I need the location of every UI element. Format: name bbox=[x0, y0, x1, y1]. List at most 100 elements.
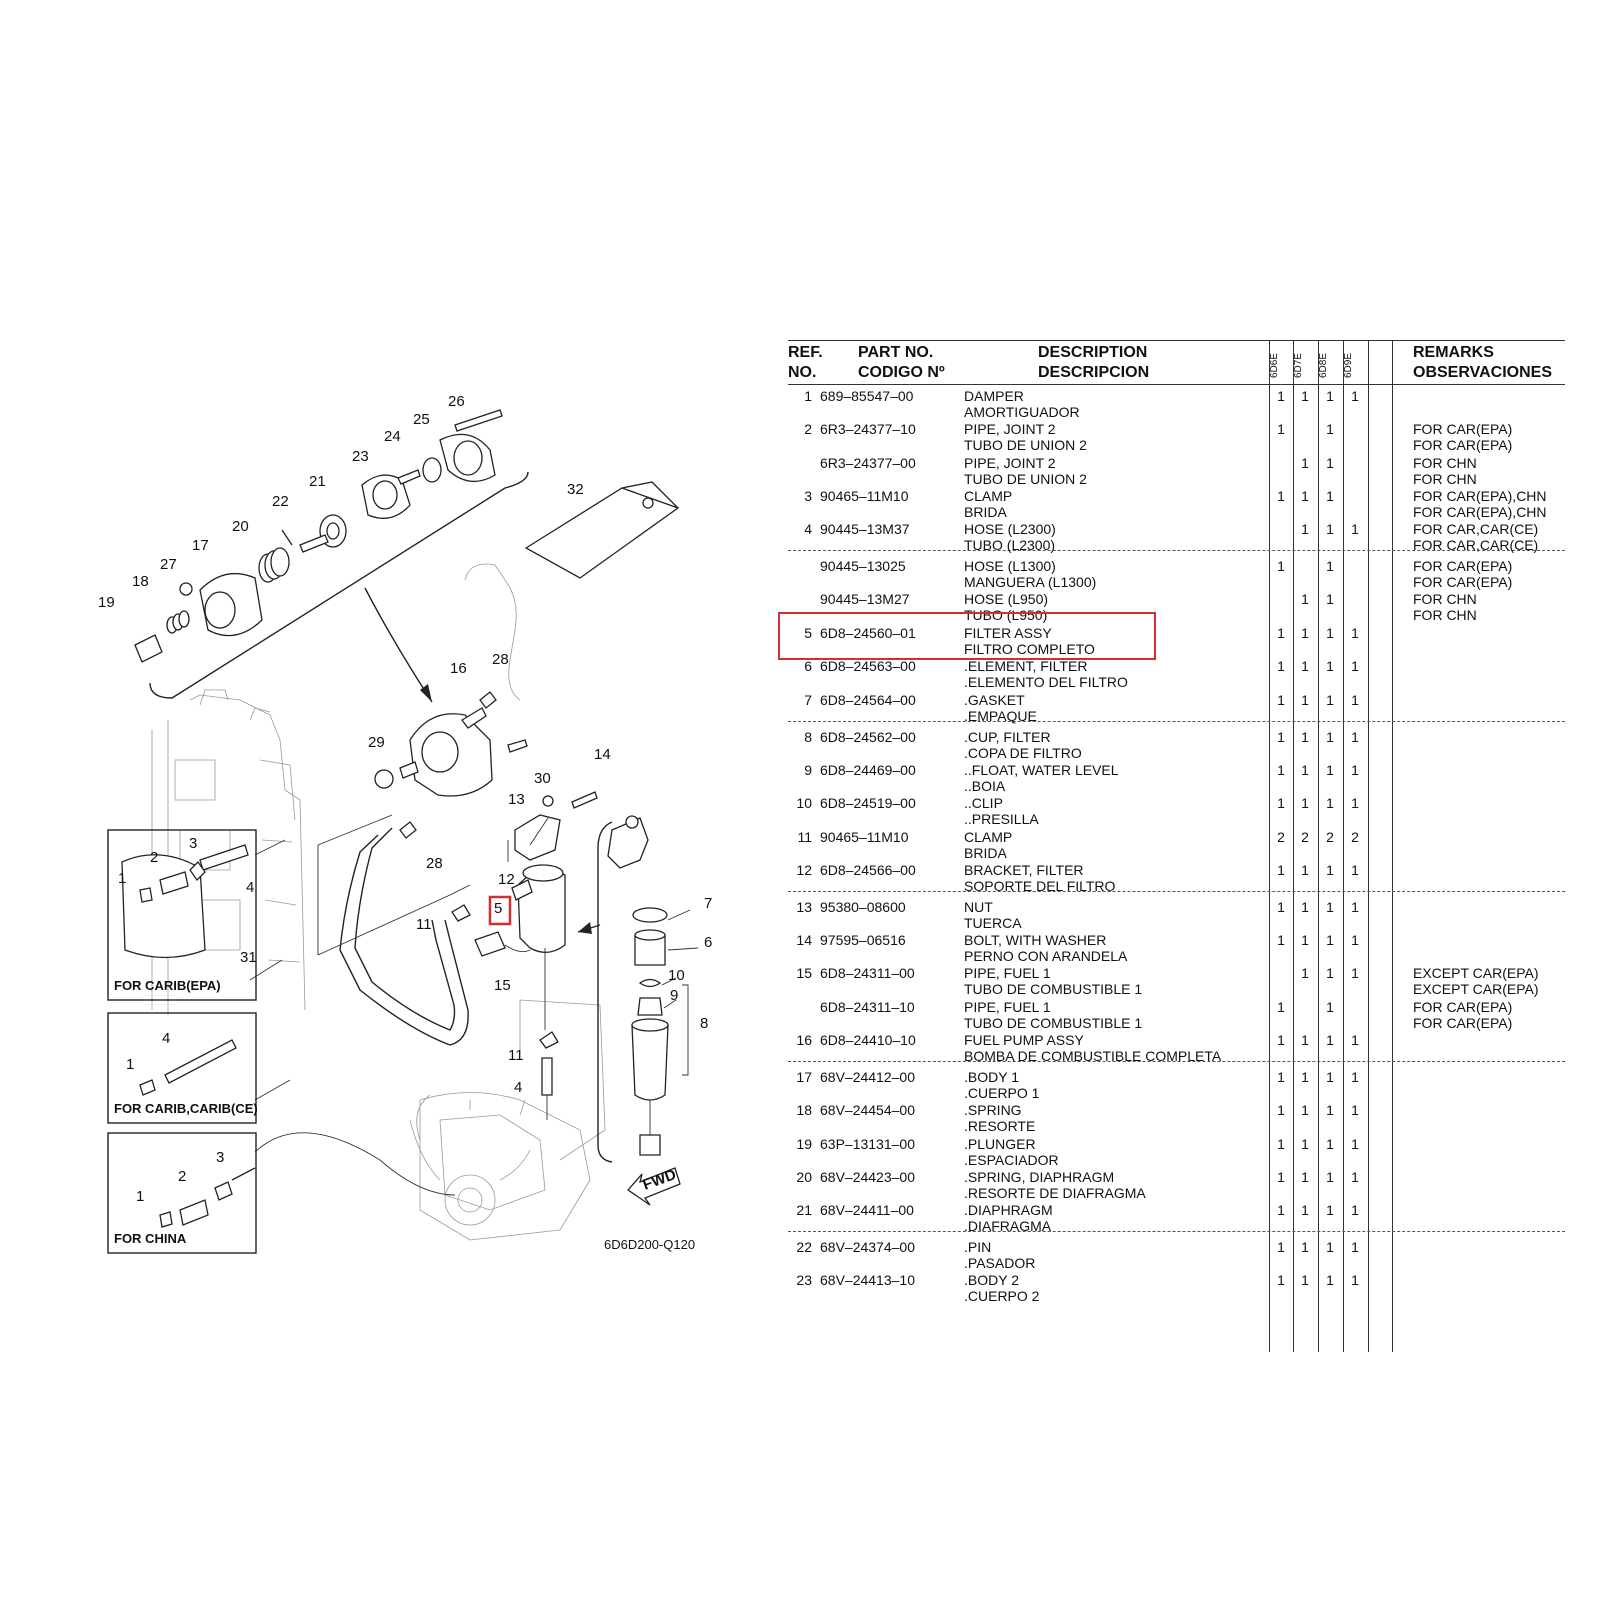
inset-hose bbox=[164, 1039, 237, 1084]
callout: 17 bbox=[192, 537, 209, 554]
quantity-cell: 1 bbox=[1326, 521, 1334, 537]
ref-no: 23 bbox=[796, 1272, 812, 1288]
quantity-cell: 1 bbox=[1326, 1202, 1334, 1218]
description-es: ..BOIA bbox=[964, 778, 1006, 794]
diaphragm-part bbox=[422, 457, 442, 483]
ref-no: 5 bbox=[804, 625, 812, 641]
quantity-cell: 1 bbox=[1301, 1169, 1309, 1185]
description-es: TUBO (L950) bbox=[964, 607, 1048, 623]
part-number: 6D8–24564–00 bbox=[820, 692, 916, 708]
callout: 29 bbox=[368, 734, 385, 751]
part-number: 6D8–24560–01 bbox=[820, 625, 916, 641]
quantity-cell: 1 bbox=[1277, 658, 1285, 674]
fuel-hose-part bbox=[339, 834, 469, 1046]
quantity-cell: 1 bbox=[1277, 1069, 1285, 1085]
quantity-cell: 1 bbox=[1326, 455, 1334, 471]
callout: 27 bbox=[160, 556, 177, 573]
quantity-cell: 1 bbox=[1301, 1136, 1309, 1152]
ref-no: 15 bbox=[796, 965, 812, 981]
quantity-cell: 1 bbox=[1326, 1032, 1334, 1048]
description-en: ..FLOAT, WATER LEVEL bbox=[964, 762, 1119, 778]
quantity-cell: 1 bbox=[1301, 658, 1309, 674]
quantity-cell: 1 bbox=[1326, 591, 1334, 607]
quantity-cell: 1 bbox=[1351, 795, 1359, 811]
description-en: BOLT, WITH WASHER bbox=[964, 932, 1107, 948]
description-en: PIPE, JOINT 2 bbox=[964, 421, 1056, 437]
description-en: PIPE, JOINT 2 bbox=[964, 455, 1056, 471]
hose-4-part bbox=[541, 1057, 553, 1096]
ref-no: 4 bbox=[804, 521, 812, 537]
quantity-cell: 1 bbox=[1301, 1032, 1309, 1048]
quantity-cell: 1 bbox=[1326, 1136, 1334, 1152]
ref-no: 20 bbox=[796, 1169, 812, 1185]
quantity-cell: 1 bbox=[1301, 932, 1309, 948]
remarks-es: FOR CAR(EPA) bbox=[1413, 1015, 1513, 1031]
quantity-cell: 1 bbox=[1326, 388, 1334, 404]
remarks-en: FOR CAR(EPA) bbox=[1413, 999, 1513, 1015]
ref-no: 19 bbox=[796, 1136, 812, 1152]
description-en: .BODY 2 bbox=[964, 1272, 1019, 1288]
description-en: .GASKET bbox=[964, 692, 1025, 708]
part-number: 90445–13M27 bbox=[820, 591, 910, 607]
quantity-cell: 1 bbox=[1351, 625, 1359, 641]
remarks-en: FOR CHN bbox=[1413, 591, 1477, 607]
quantity-cell: 1 bbox=[1301, 521, 1309, 537]
quantity-cell: 1 bbox=[1351, 1239, 1359, 1255]
description-es: .CUERPO 1 bbox=[964, 1085, 1040, 1101]
description-es: .RESORTE DE DIAFRAGMA bbox=[964, 1185, 1146, 1201]
callout: 4 bbox=[514, 1079, 522, 1096]
quantity-cell: 1 bbox=[1326, 795, 1334, 811]
quantity-cell: 1 bbox=[1326, 999, 1334, 1015]
ref-no: 2 bbox=[804, 421, 812, 437]
remarks-es: FOR CHN bbox=[1413, 607, 1477, 623]
part-number: 68V–24454–00 bbox=[820, 1102, 915, 1118]
quantity-cell: 1 bbox=[1301, 965, 1309, 981]
description-es: AMORTIGUADOR bbox=[964, 404, 1080, 420]
quantity-cell: 2 bbox=[1351, 829, 1359, 845]
description-es: SOPORTE DEL FILTRO bbox=[964, 878, 1116, 894]
float-part bbox=[637, 997, 663, 1016]
description-es: BOMBA DE COMBUSTIBLE COMPLETA bbox=[964, 1048, 1222, 1064]
quantity-cell: 1 bbox=[1277, 1102, 1285, 1118]
col-divider bbox=[1343, 340, 1344, 1352]
callout: 10 bbox=[668, 967, 685, 984]
ref-no: 16 bbox=[796, 1032, 812, 1048]
quantity-cell: 1 bbox=[1301, 1239, 1309, 1255]
description-en: BRACKET, FILTER bbox=[964, 862, 1084, 878]
callout: 20 bbox=[232, 518, 249, 535]
remarks-en: FOR CHN bbox=[1413, 455, 1477, 471]
description-es: TUBO (L2300) bbox=[964, 537, 1056, 553]
description-es: FILTRO COMPLETO bbox=[964, 641, 1095, 657]
quantity-cell: 1 bbox=[1326, 1272, 1334, 1288]
description-es: MANGUERA (L1300) bbox=[964, 574, 1097, 590]
description-en: .ELEMENT, FILTER bbox=[964, 658, 1088, 674]
callout: 11 bbox=[416, 916, 432, 933]
group-separator bbox=[788, 721, 1565, 722]
spring-part bbox=[258, 547, 290, 583]
header-ref: REF.NO. bbox=[788, 344, 823, 381]
inset-label-carib-epa: FOR CARIB(EPA) bbox=[114, 978, 221, 993]
quantity-cell: 1 bbox=[1277, 1202, 1285, 1218]
quantity-cell: 1 bbox=[1277, 1169, 1285, 1185]
description-en: FILTER ASSY bbox=[964, 625, 1052, 641]
remarks-en: FOR CAR(EPA),CHN bbox=[1413, 488, 1547, 504]
guide-lines bbox=[249, 814, 549, 1196]
group-separator bbox=[788, 1231, 1565, 1232]
description-es: TUERCA bbox=[964, 915, 1022, 931]
quantity-cell: 1 bbox=[1277, 1032, 1285, 1048]
quantity-cell: 1 bbox=[1351, 899, 1359, 915]
assembly-arrow-head bbox=[420, 684, 432, 702]
part-number: 6D8–24311–00 bbox=[820, 965, 915, 981]
quantity-cell: 1 bbox=[1351, 729, 1359, 745]
quantity-cell: 1 bbox=[1301, 862, 1309, 878]
quantity-cell: 1 bbox=[1301, 388, 1309, 404]
